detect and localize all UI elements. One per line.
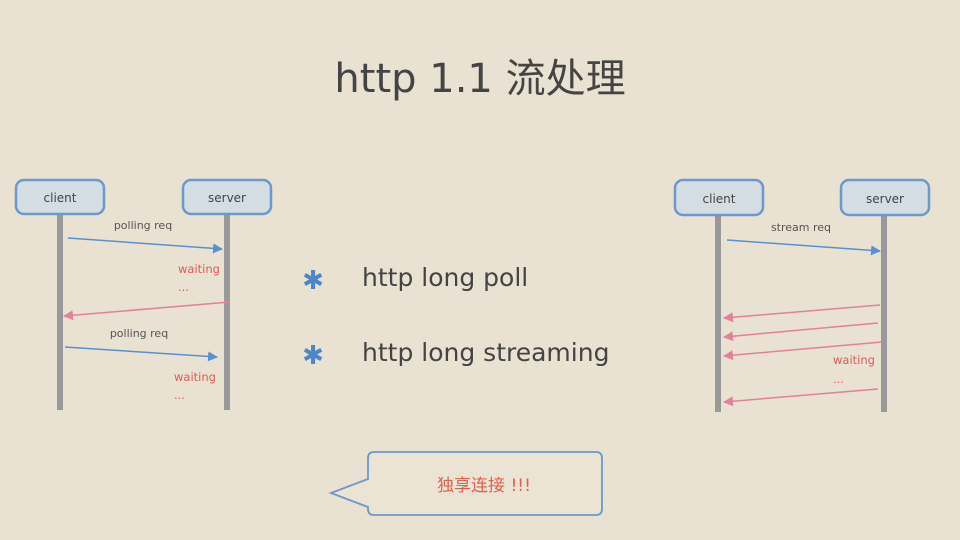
client-label: client bbox=[703, 192, 736, 206]
server-box bbox=[181, 178, 273, 216]
callout-text: 独享连接 !!! bbox=[437, 476, 531, 496]
stream-response-arrow bbox=[723, 341, 883, 361]
server-label: server bbox=[208, 191, 246, 205]
request-label: stream req bbox=[771, 221, 831, 234]
ellipsis-label: ... bbox=[174, 388, 185, 402]
request-arrow bbox=[67, 237, 223, 254]
stream-response-arrow bbox=[723, 304, 881, 323]
waiting-label: waiting bbox=[833, 353, 875, 367]
request-label: polling req bbox=[110, 327, 168, 340]
speech-bubble bbox=[328, 451, 603, 516]
request-arrow bbox=[726, 239, 881, 256]
slide-title: http 1.1 流处理 bbox=[334, 56, 625, 102]
client-box bbox=[14, 178, 106, 216]
stream-response-arrow bbox=[723, 322, 879, 342]
bullet-text: http long poll bbox=[362, 263, 528, 292]
bullet-text: http long streaming bbox=[362, 338, 609, 367]
server-box bbox=[839, 178, 931, 217]
request-arrow bbox=[64, 346, 218, 362]
ellipsis-label: ... bbox=[178, 280, 189, 294]
waiting-label: waiting bbox=[178, 262, 220, 276]
request-label: polling req bbox=[114, 219, 172, 232]
left-sequence-diagram: client server polling req waiting ... po… bbox=[14, 178, 273, 410]
ellipsis-label: ... bbox=[833, 372, 844, 386]
waiting-label: waiting bbox=[174, 370, 216, 384]
response-arrow bbox=[63, 301, 231, 321]
stream-response-arrow bbox=[723, 388, 879, 407]
asterisk-icon: ✱ bbox=[302, 341, 324, 371]
server-label: server bbox=[866, 192, 904, 206]
client-label: client bbox=[44, 191, 77, 205]
right-sequence-diagram: client server stream req waiting ... bbox=[673, 178, 931, 412]
client-box bbox=[673, 178, 765, 217]
asterisk-icon: ✱ bbox=[302, 266, 324, 296]
